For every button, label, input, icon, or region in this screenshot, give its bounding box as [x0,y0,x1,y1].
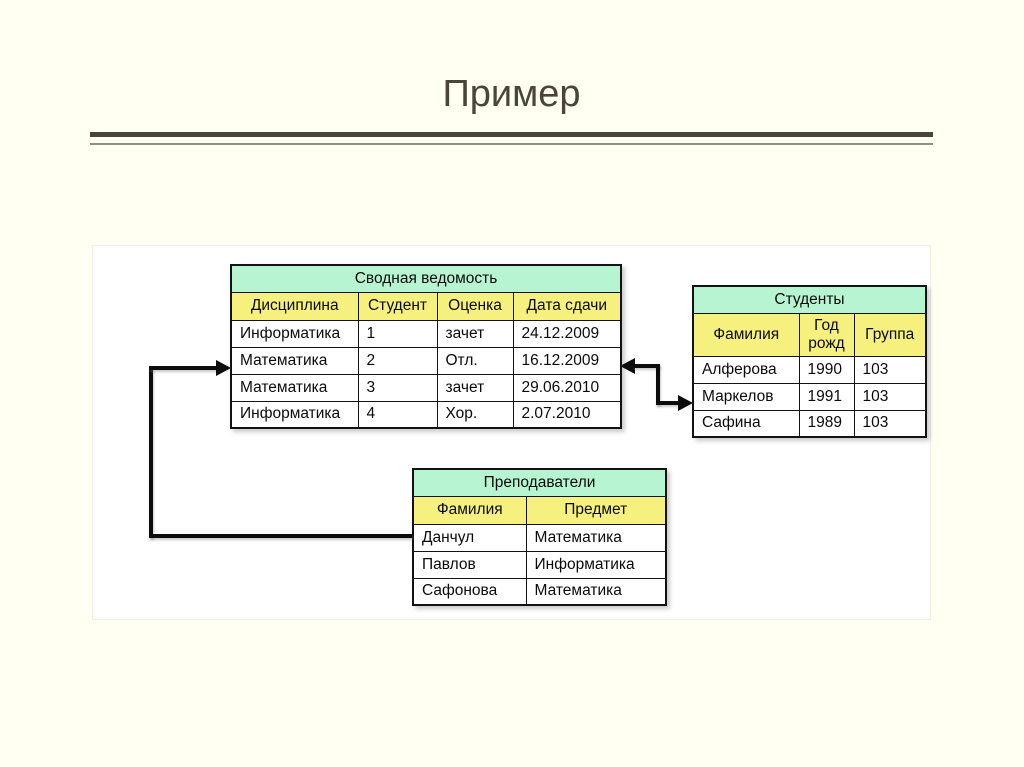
cell: Хор. [436,400,514,429]
table-row: Данчул Математика [412,523,667,552]
summary-header-row: Дисциплина Студент Оценка Дата сдачи [230,291,622,321]
students-col-group: Группа [853,312,927,357]
cell: 103 [853,409,927,438]
teachers-col-subject: Предмет [525,495,667,525]
connector-teachers-summary-top-segment [149,366,216,370]
arrowhead-into-students-icon [678,395,693,411]
students-title-row: Студенты [692,285,927,314]
students-col-birthyear: Год рожд [798,312,855,357]
cell: 1991 [798,382,855,411]
teachers-header-row: Фамилия Предмет [412,495,667,525]
summary-col-discipline: Дисциплина [230,291,359,321]
cell: 4 [357,400,438,429]
cell: 1989 [798,409,855,438]
slide-title: Пример [442,73,581,115]
cell: Данчул [412,523,527,552]
title-rule-thick [90,132,933,137]
students-col-surname: Фамилия [692,312,800,357]
table-row: Сафонова Математика [412,577,667,606]
students-table-title: Студенты [692,285,927,314]
cell: Отл. [436,346,514,375]
connector-summary-students-upper-segment [633,364,660,368]
cell: 103 [853,382,927,411]
summary-col-student: Студент [357,291,438,321]
table-row: Математика 2 Отл. 16.12.2009 [230,346,622,375]
arrowhead-into-summary-left-icon [216,360,231,376]
connector-summary-students-lower-segment [656,401,679,405]
connector-teachers-summary-bottom-segment [149,534,412,538]
cell: 29.06.2010 [512,373,622,402]
cell: Информатика [230,400,359,429]
students-table: Студенты Фамилия Год рожд Группа Алферов… [692,285,927,438]
table-row: Маркелов 1991 103 [692,382,927,411]
cell: 3 [357,373,438,402]
table-row: Сафина 1989 103 [692,409,927,438]
cell: Информатика [230,319,359,348]
cell: 2 [357,346,438,375]
cell: Алферова [692,355,800,384]
cell: 2.07.2010 [512,400,622,429]
cell: 1 [357,319,438,348]
cell: Информатика [525,550,667,579]
arrowhead-into-summary-right-icon [620,358,635,374]
teachers-table: Преподаватели Фамилия Предмет Данчул Мат… [412,468,668,606]
connector-summary-students-vertical [656,364,660,405]
cell: 16.12.2009 [512,346,622,375]
cell: Павлов [412,550,527,579]
table-row: Математика 3 зачет 29.06.2010 [230,373,622,402]
students-header-row: Фамилия Год рожд Группа [692,312,927,357]
cell: Математика [230,346,359,375]
cell: зачет [436,319,514,348]
teachers-table-title: Преподаватели [412,468,667,497]
table-row: Информатика 4 Хор. 2.07.2010 [230,400,622,429]
table-row: Информатика 1 зачет 24.12.2009 [230,319,622,348]
summary-col-grade: Оценка [436,291,514,321]
cell: зачет [436,373,514,402]
cell: Сафина [692,409,800,438]
cell: Сафонова [412,577,527,606]
cell: 24.12.2009 [512,319,622,348]
teachers-title-row: Преподаватели [412,468,667,497]
title-rule-thin [90,143,933,145]
cell: Математика [525,577,667,606]
connector-teachers-summary-vertical [149,368,153,538]
summary-col-date: Дата сдачи [512,291,622,321]
table-row: Павлов Информатика [412,550,667,579]
summary-title-row: Сводная ведомость [230,264,622,293]
cell: Маркелов [692,382,800,411]
cell: 103 [853,355,927,384]
cell: Математика [525,523,667,552]
teachers-col-surname: Фамилия [412,495,527,525]
cell: Математика [230,373,359,402]
summary-table-title: Сводная ведомость [230,264,622,293]
cell: 1990 [798,355,855,384]
summary-table: Сводная ведомость Дисциплина Студент Оце… [230,264,623,429]
table-row: Алферова 1990 103 [692,355,927,384]
